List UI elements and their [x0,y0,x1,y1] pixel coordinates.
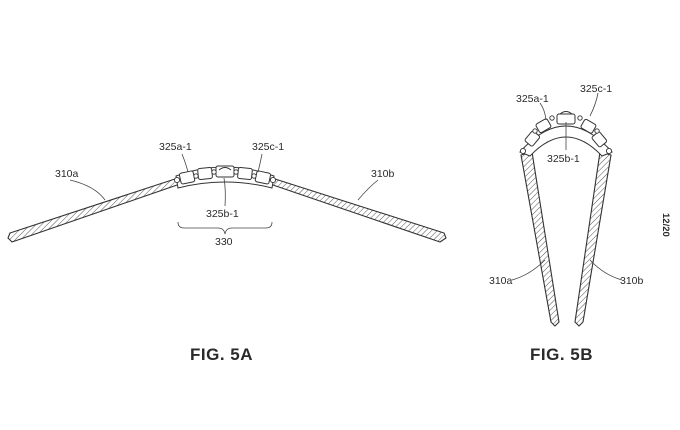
hinge-links [173,165,277,185]
figure-5b: 325a-1 325c-1 325b-1 310a 310b FIG. 5B [489,83,644,364]
hinge-arch [519,125,613,157]
label-310b: 310b [371,168,395,180]
label-325b-1-folded: 325b-1 [547,153,580,165]
label-325c-1: 325c-1 [252,141,284,153]
bracket-330 [177,221,273,235]
label-310a: 310a [55,168,79,180]
label-330: 330 [215,236,233,248]
figure-5a: 310a 310b 325a-1 325c-1 325b-1 330 FIG. … [7,141,447,364]
label-310a-folded: 310a [489,275,513,287]
caption-fig-5b: FIG. 5B [530,345,593,364]
label-325c-1-folded: 325c-1 [580,83,612,95]
sheet-number: 12/20 [660,213,671,237]
hinge-links-folded [519,111,613,155]
label-325b-1: 325b-1 [206,208,239,220]
right-panel-310b-folded [574,151,612,327]
right-panel-310b [269,177,447,243]
label-325a-1: 325a-1 [159,141,192,153]
label-325a-1-folded: 325a-1 [516,93,549,105]
label-310b-folded: 310b [620,275,644,287]
left-panel-310a-folded [520,151,560,327]
caption-fig-5a: FIG. 5A [190,345,253,364]
left-panel-310a [7,177,181,243]
